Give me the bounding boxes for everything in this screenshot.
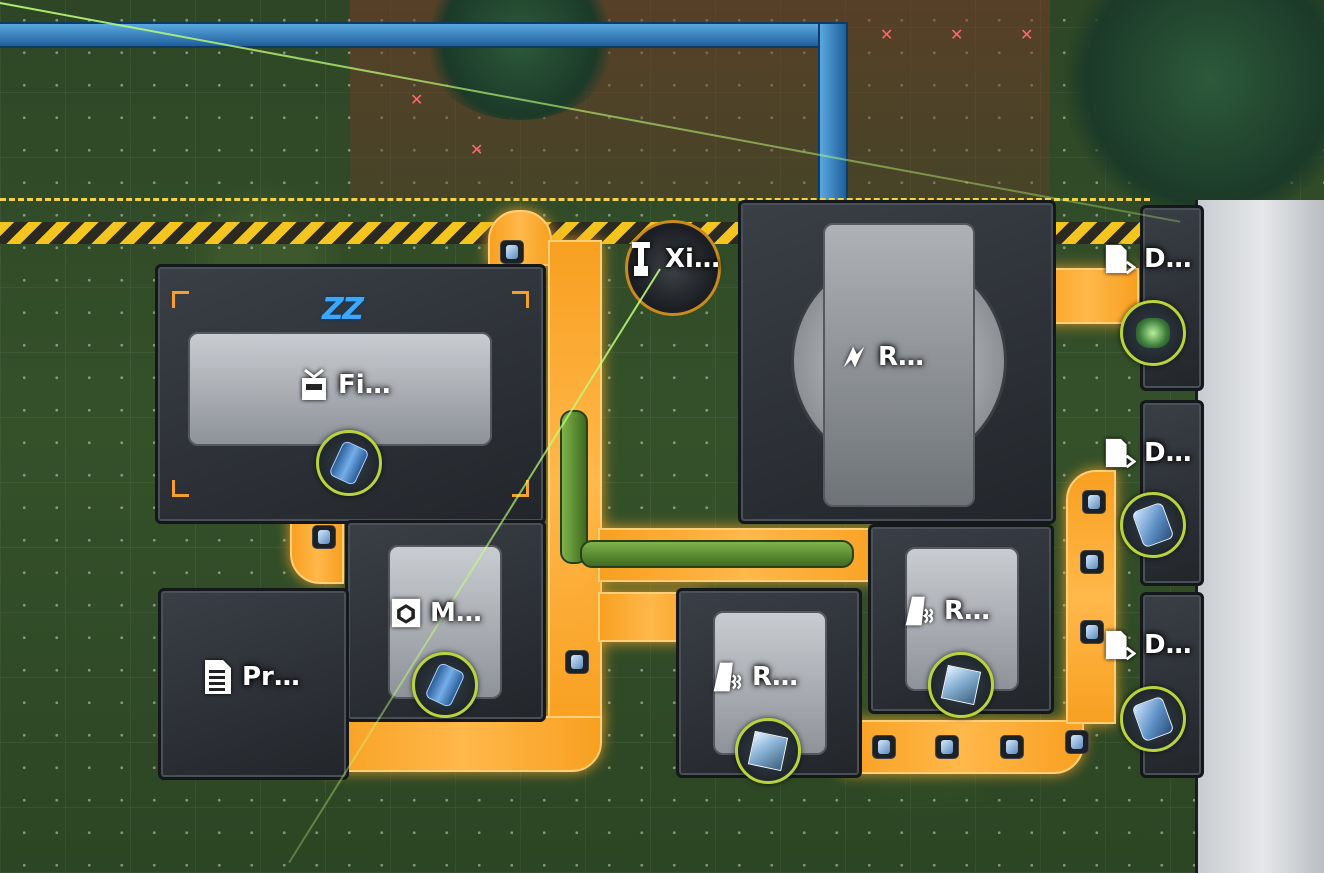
conveyor-belt[interactable] bbox=[840, 720, 1084, 774]
sleep-zzz-icon: Z Z bbox=[322, 292, 364, 327]
green-pipe[interactable] bbox=[580, 540, 854, 568]
refinery-icon bbox=[904, 594, 936, 628]
fluid-pipe[interactable] bbox=[818, 22, 848, 206]
fluid-pipe[interactable] bbox=[0, 22, 846, 48]
hazard-stripe bbox=[1055, 222, 1145, 244]
belt-item bbox=[1080, 550, 1104, 574]
belt-item bbox=[312, 525, 336, 549]
reactor-icon bbox=[838, 340, 870, 374]
depot-icon bbox=[1104, 242, 1136, 276]
label-xi[interactable]: Xi… bbox=[625, 242, 720, 276]
depot-item-crystal bbox=[1120, 492, 1186, 558]
refinery-output-item bbox=[928, 652, 994, 718]
belt-item bbox=[500, 240, 524, 264]
refinery-output-item bbox=[735, 718, 801, 784]
label-m-assembler[interactable]: M… bbox=[390, 596, 482, 630]
drill-icon bbox=[625, 242, 657, 276]
reactor-building[interactable] bbox=[738, 200, 1056, 524]
depot-icon bbox=[1104, 628, 1136, 662]
filler-output-item bbox=[316, 430, 382, 496]
label-fi[interactable]: Fi… bbox=[298, 368, 391, 402]
belt-item bbox=[565, 650, 589, 674]
refinery-icon bbox=[712, 660, 744, 694]
label-r-refinery-left[interactable]: R… bbox=[712, 660, 798, 694]
reactor-core bbox=[823, 223, 975, 507]
conveyor-belt[interactable] bbox=[548, 240, 602, 724]
depot-item-crystal bbox=[1120, 686, 1186, 752]
zone-boundary bbox=[0, 198, 1150, 201]
protocol-stash-icon bbox=[202, 660, 234, 694]
label-d-depot-1[interactable]: D… bbox=[1104, 242, 1192, 276]
label-pr-stash[interactable]: Pr… bbox=[202, 660, 300, 694]
filler-machine bbox=[188, 332, 492, 446]
belt-item bbox=[1000, 735, 1024, 759]
label-r-refinery-right[interactable]: R… bbox=[904, 594, 990, 628]
belt-item bbox=[1065, 730, 1089, 754]
depot-icon bbox=[1104, 436, 1136, 470]
assembler-output-item bbox=[412, 652, 478, 718]
filler-icon bbox=[298, 368, 330, 402]
label-d-depot-2[interactable]: D… bbox=[1104, 436, 1192, 470]
refinery-building-right[interactable] bbox=[868, 524, 1054, 714]
belt-item bbox=[1082, 490, 1106, 514]
green-pipe[interactable] bbox=[560, 410, 588, 564]
label-d-depot-3[interactable]: D… bbox=[1104, 628, 1192, 662]
depot-item-green bbox=[1120, 300, 1186, 366]
assembler-icon bbox=[390, 596, 422, 630]
hazard-stripe bbox=[0, 222, 740, 244]
belt-item bbox=[1080, 620, 1104, 644]
base-wall bbox=[1195, 200, 1324, 873]
protocol-stash-building[interactable] bbox=[158, 588, 349, 780]
belt-item bbox=[872, 735, 896, 759]
belt-item bbox=[935, 735, 959, 759]
label-r-reactor[interactable]: R… bbox=[838, 340, 924, 374]
